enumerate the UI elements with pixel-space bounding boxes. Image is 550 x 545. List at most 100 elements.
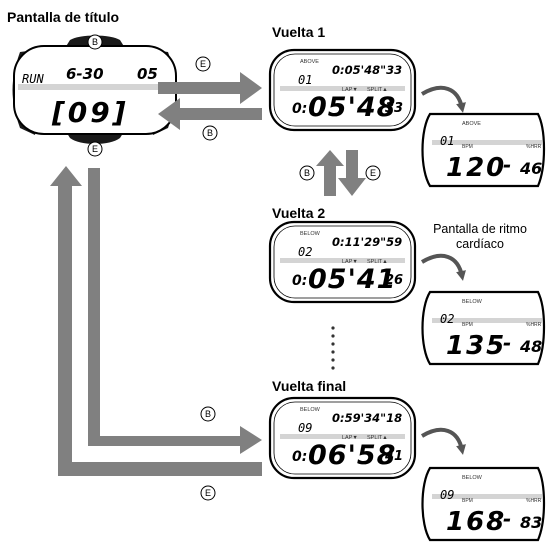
lcd-band	[280, 434, 405, 439]
lap-watch-inner-rim	[273, 225, 412, 299]
bpm-dash: -	[503, 153, 511, 177]
arrow-lap2-to-hr2	[420, 253, 466, 281]
lap-number: 02	[298, 245, 312, 259]
lap-time-main: 06'58	[308, 440, 396, 471]
bpm-value: 120	[446, 153, 506, 183]
lap-watch-inner-rim	[273, 401, 412, 475]
arrow-label-e-2: E	[370, 168, 376, 178]
split-indicator: SPLIT▲	[367, 259, 388, 265]
hrr-value: 46	[519, 159, 542, 178]
lap-time-hundredths: 26	[385, 273, 403, 288]
heart-rate-caption-line1: Pantalla de ritmo	[433, 222, 527, 236]
hrr-label: %HRR	[526, 498, 542, 504]
arrow-lap2-to-lap1	[316, 150, 344, 196]
zone-label: BELOW	[462, 475, 483, 481]
button-e-icon[interactable]	[87, 141, 103, 157]
hours-digit: 0:	[292, 273, 307, 289]
lap-number: 02	[440, 312, 454, 326]
zone-label: BELOW	[462, 299, 483, 305]
lcd-band	[18, 84, 172, 90]
arrow-button-labels: E B B E B E	[195, 56, 381, 501]
arrow-label-b-1: B	[207, 128, 213, 138]
split-time: 0:05'48"33	[332, 63, 402, 77]
bpm-label: BPM	[462, 322, 473, 328]
arrow-label-b-2: B	[304, 168, 310, 178]
arrow-final-to-hr3	[420, 427, 466, 455]
lap-number: 09	[298, 421, 312, 435]
lap-indicator: LAP▼	[342, 259, 358, 265]
mode-text: RUN	[22, 72, 44, 86]
bpm-label: BPM	[462, 144, 473, 150]
button-e-label: E	[92, 144, 98, 154]
lap-time-main: 05'48	[308, 92, 396, 123]
hours-digit: 0:	[292, 101, 307, 117]
lcd-band	[280, 258, 405, 263]
zone-label: ABOVE	[462, 121, 481, 127]
arrow-lap1-to-title	[158, 98, 262, 130]
lap-watch-inner-rim	[273, 53, 412, 127]
split-time: 0:11'29"59	[332, 235, 402, 249]
hrr-value: 83	[520, 513, 542, 532]
zone-label: BELOW	[300, 407, 321, 413]
button-b-label: B	[92, 37, 98, 47]
lcd-band	[432, 494, 542, 499]
bpm-dash: -	[503, 331, 511, 355]
split-indicator: SPLIT▲	[367, 435, 388, 441]
flow-arrows	[50, 72, 466, 476]
lap-number: 09	[440, 488, 454, 502]
arrow-label-b-3: B	[205, 409, 211, 419]
lap-displays: ABOVE010:05'48"33LAP▼SPLIT▲0:05'4833BELO…	[268, 48, 417, 480]
hrr-label: %HRR	[526, 144, 542, 150]
lap1-heading: Vuelta 1	[272, 24, 326, 40]
arrow-lap1-to-lap2	[338, 150, 366, 196]
continuation-dots	[331, 326, 335, 370]
arrow-final-to-title	[50, 166, 262, 476]
day-text: 05	[137, 65, 158, 83]
bpm-dash: -	[503, 507, 511, 531]
lap2-heading: Vuelta 2	[272, 205, 326, 221]
bpm-value: 168	[446, 507, 506, 537]
bpm-value: 135	[446, 331, 506, 361]
button-b-icon[interactable]	[87, 34, 103, 50]
lap-indicator: LAP▼	[342, 435, 358, 441]
date-text: 6-30	[66, 65, 104, 83]
lcd-band	[432, 318, 542, 323]
hr-watch-face	[421, 466, 546, 542]
arrow-label-e-3: E	[205, 488, 211, 498]
split-indicator: SPLIT▲	[367, 87, 388, 93]
lcd-band	[432, 140, 542, 145]
lap-time-hundredths: 41	[384, 449, 403, 464]
hrr-value: 48	[519, 337, 542, 356]
lap-number: 01	[298, 73, 312, 87]
lcd-band	[280, 86, 405, 91]
lap-time-main: 05'41	[308, 264, 396, 295]
lap-time-hundredths: 33	[385, 101, 403, 116]
final-lap-heading: Vuelta final	[272, 378, 347, 394]
hr-watch-face	[421, 290, 546, 366]
bpm-label: BPM	[462, 498, 473, 504]
heart-rate-caption-line2: cardíaco	[456, 237, 504, 251]
heart-rate-caption: Pantalla de ritmo cardíaco	[418, 222, 542, 252]
run-number-text: [09]	[51, 96, 129, 129]
arrow-lap1-to-hr1	[420, 85, 466, 113]
arrow-title-to-final	[88, 168, 262, 454]
hrr-label: %HRR	[526, 322, 542, 328]
split-time: 0:59'34"18	[332, 411, 402, 425]
lap-indicator: LAP▼	[342, 87, 358, 93]
title-screen-heading: Pantalla de título	[7, 9, 120, 25]
arrow-label-e-1: E	[200, 59, 206, 69]
arrow-title-to-lap1	[158, 72, 262, 104]
title-screen-watch: B E RUN 6-30 05 [09]	[12, 34, 177, 157]
zone-label: ABOVE	[300, 59, 319, 65]
zone-label: BELOW	[300, 231, 321, 237]
hours-digit: 0:	[292, 449, 307, 465]
lap-number: 01	[440, 134, 454, 148]
